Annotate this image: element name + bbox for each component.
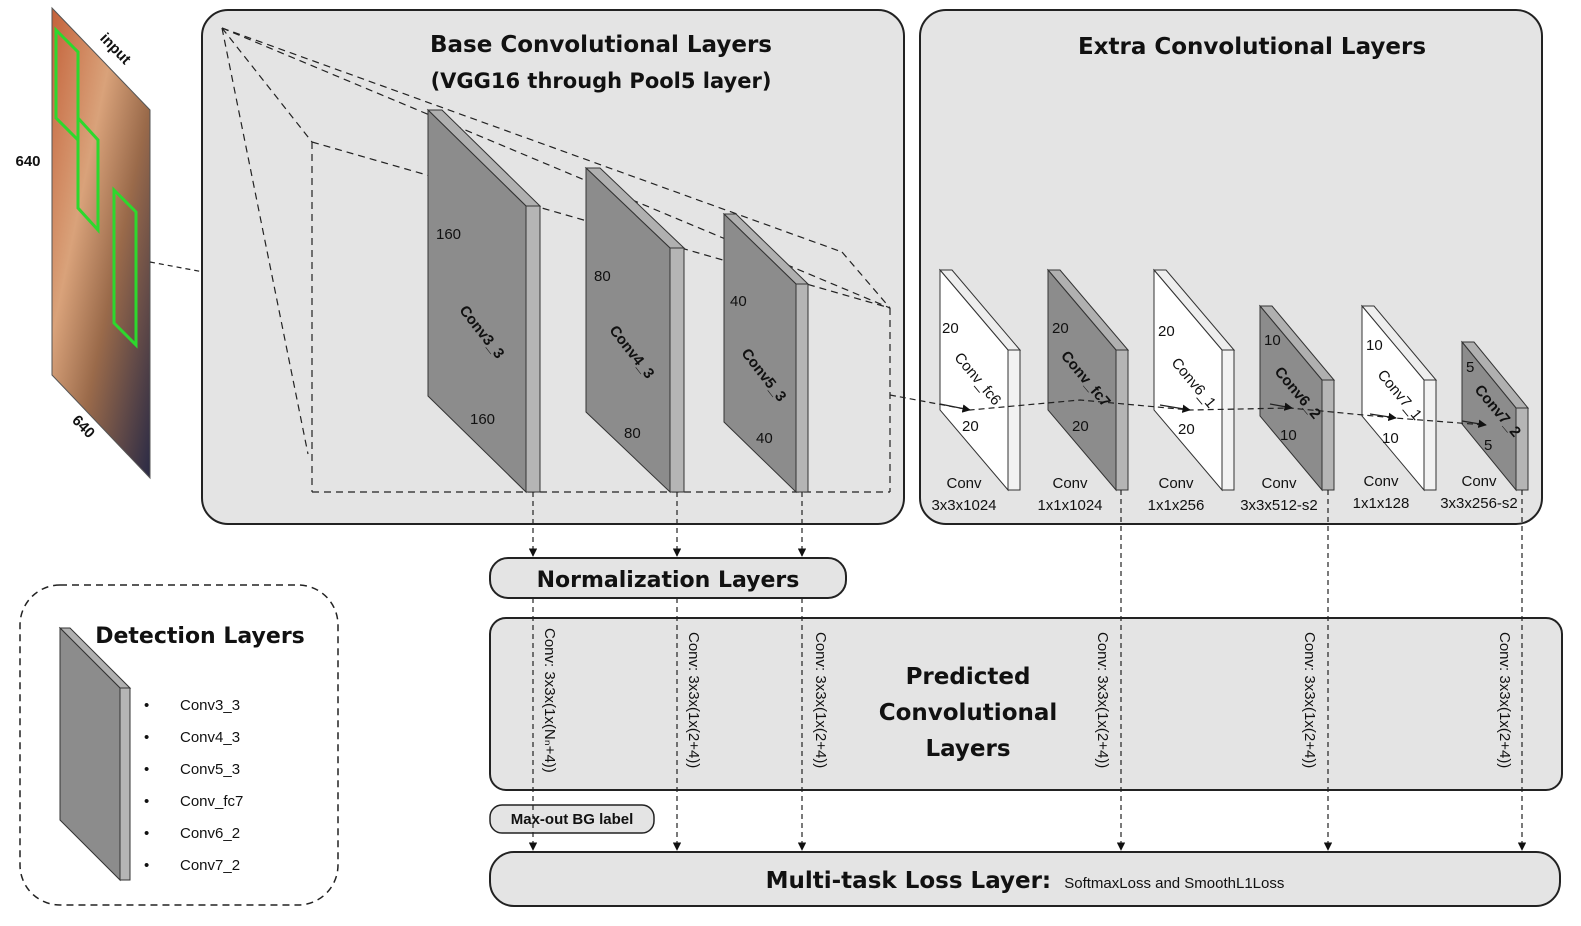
conv-fc7-size-top: 20 — [1052, 320, 1069, 337]
conv5-3-size-bottom: 40 — [756, 430, 773, 447]
legend-bullet: • — [144, 825, 149, 842]
layer-conv4-3 — [584, 166, 686, 494]
loss-box — [489, 851, 1561, 907]
connection-arrows — [528, 490, 1527, 851]
maxout-label: Max-out BG label — [511, 811, 634, 828]
conv-fc6-caption: Conv — [946, 475, 982, 492]
conv7-1-size-bottom: 10 — [1382, 430, 1399, 447]
legend-bullet: • — [144, 697, 149, 714]
loss-title: Multi-task Loss Layer: — [766, 868, 1052, 894]
pred-conv-5: Conv: 3x3x(1x(2+4)) — [1301, 632, 1318, 768]
conv6-1-size-bottom: 20 — [1178, 421, 1195, 438]
normalization-label: Normalization Layers — [537, 568, 800, 593]
pred-conv-2: Conv: 3x3x(1x(2+4)) — [685, 632, 702, 768]
conv-fc7-caption: Conv — [1052, 475, 1088, 492]
loss-subtitle: SoftmaxLoss and SmoothL1Loss — [1064, 875, 1284, 892]
maxout-box — [489, 804, 655, 834]
loss-text: Multi-task Loss Layer: SoftmaxLoss and S… — [766, 868, 1285, 894]
legend-item: Conv_fc7 — [180, 793, 243, 810]
conv3-3-size-top: 160 — [436, 226, 461, 243]
input-height-label: 640 — [15, 153, 40, 170]
flow-arrow — [1269, 402, 1293, 411]
conv4-3-size-top: 80 — [594, 268, 611, 285]
conv7-2-size-top: 5 — [1466, 359, 1474, 376]
layer-conv5-3 — [722, 212, 810, 494]
conv5-3-size-top: 40 — [730, 293, 747, 310]
predicted-box — [489, 617, 1563, 791]
conv6-1-size-top: 20 — [1158, 323, 1175, 340]
predicted-title-2: Convolutional — [879, 700, 1058, 726]
legend-list: • Conv3_3 • Conv4_3 • Conv5_3 • Conv_fc7… — [144, 697, 243, 874]
conv6-2-caption: Conv — [1261, 475, 1297, 492]
conv-fc6-size-top: 20 — [942, 320, 959, 337]
legend-item: Conv7_2 — [180, 857, 240, 874]
predicted-title-3: Layers — [925, 736, 1010, 762]
layer-conv7-1 — [1360, 304, 1438, 492]
layer-conv6-1 — [1152, 268, 1236, 492]
conv4-3-size-bottom: 80 — [624, 425, 641, 442]
conv-fc7-kernel: 1x1x1024 — [1037, 497, 1102, 514]
conv7-1-caption: Conv — [1363, 473, 1399, 490]
layer-conv3-3 — [426, 108, 542, 494]
legend-bullet: • — [144, 729, 149, 746]
conv-fc6-kernel: 3x3x1024 — [931, 497, 996, 514]
base-subtitle: (VGG16 through Pool5 layer) — [431, 69, 772, 93]
legend-bullet: • — [144, 857, 149, 874]
extra-title: Extra Convolutional Layers — [1078, 34, 1426, 60]
conv7-2-size-bottom: 5 — [1484, 437, 1492, 454]
conv6-1-caption: Conv — [1158, 475, 1194, 492]
layer-conv7-2 — [1460, 340, 1530, 492]
conv6-2-kernel: 3x3x512-s2 — [1240, 497, 1318, 514]
conv3-3-size-bottom: 160 — [470, 411, 495, 428]
flow-arrow — [939, 403, 971, 413]
pred-conv-4: Conv: 3x3x(1x(2+4)) — [1094, 632, 1111, 768]
layer-conv-fc6 — [938, 268, 1022, 492]
conv6-2-size-bottom: 10 — [1280, 427, 1297, 444]
legend-item: Conv3_3 — [180, 697, 240, 714]
legend-bullet: • — [144, 761, 149, 778]
conv7-2-caption: Conv — [1461, 473, 1497, 490]
conv7-1-kernel: 1x1x128 — [1353, 495, 1410, 512]
legend-bullet: • — [144, 793, 149, 810]
conv-fc7-size-bottom: 20 — [1072, 418, 1089, 435]
pred-conv-6: Conv: 3x3x(1x(2+4)) — [1496, 632, 1513, 768]
predicted-title-1: Predicted — [906, 664, 1031, 690]
face-box — [76, 114, 100, 234]
conv6-2-size-top: 10 — [1264, 332, 1281, 349]
layer-conv6-2 — [1258, 304, 1336, 492]
conv-fc6-size-bottom: 20 — [962, 418, 979, 435]
conv6-1-kernel: 1x1x256 — [1148, 497, 1205, 514]
face-box — [112, 186, 138, 349]
pred-conv-1: Conv: 3x3x(1x(Nₙ+4)) — [541, 628, 558, 773]
normalization-box — [489, 557, 847, 599]
legend-layer-icon — [58, 626, 132, 882]
legend-title: Detection Layers — [95, 624, 305, 649]
legend-item: Conv4_3 — [180, 729, 240, 746]
legend-item: Conv5_3 — [180, 761, 240, 778]
input-image — [51, 6, 151, 480]
flow-arrow — [1159, 404, 1191, 413]
flow-arrow — [1369, 412, 1397, 422]
flow-arrow — [1461, 419, 1487, 428]
pred-conv-3: Conv: 3x3x(1x(2+4)) — [812, 632, 829, 768]
conv7-2-kernel: 3x3x256-s2 — [1440, 495, 1518, 512]
legend-item: Conv6_2 — [180, 825, 240, 842]
base-title: Base Convolutional Layers — [430, 32, 772, 58]
conv7-1-size-top: 10 — [1366, 337, 1383, 354]
layer-conv-fc7 — [1046, 268, 1130, 492]
